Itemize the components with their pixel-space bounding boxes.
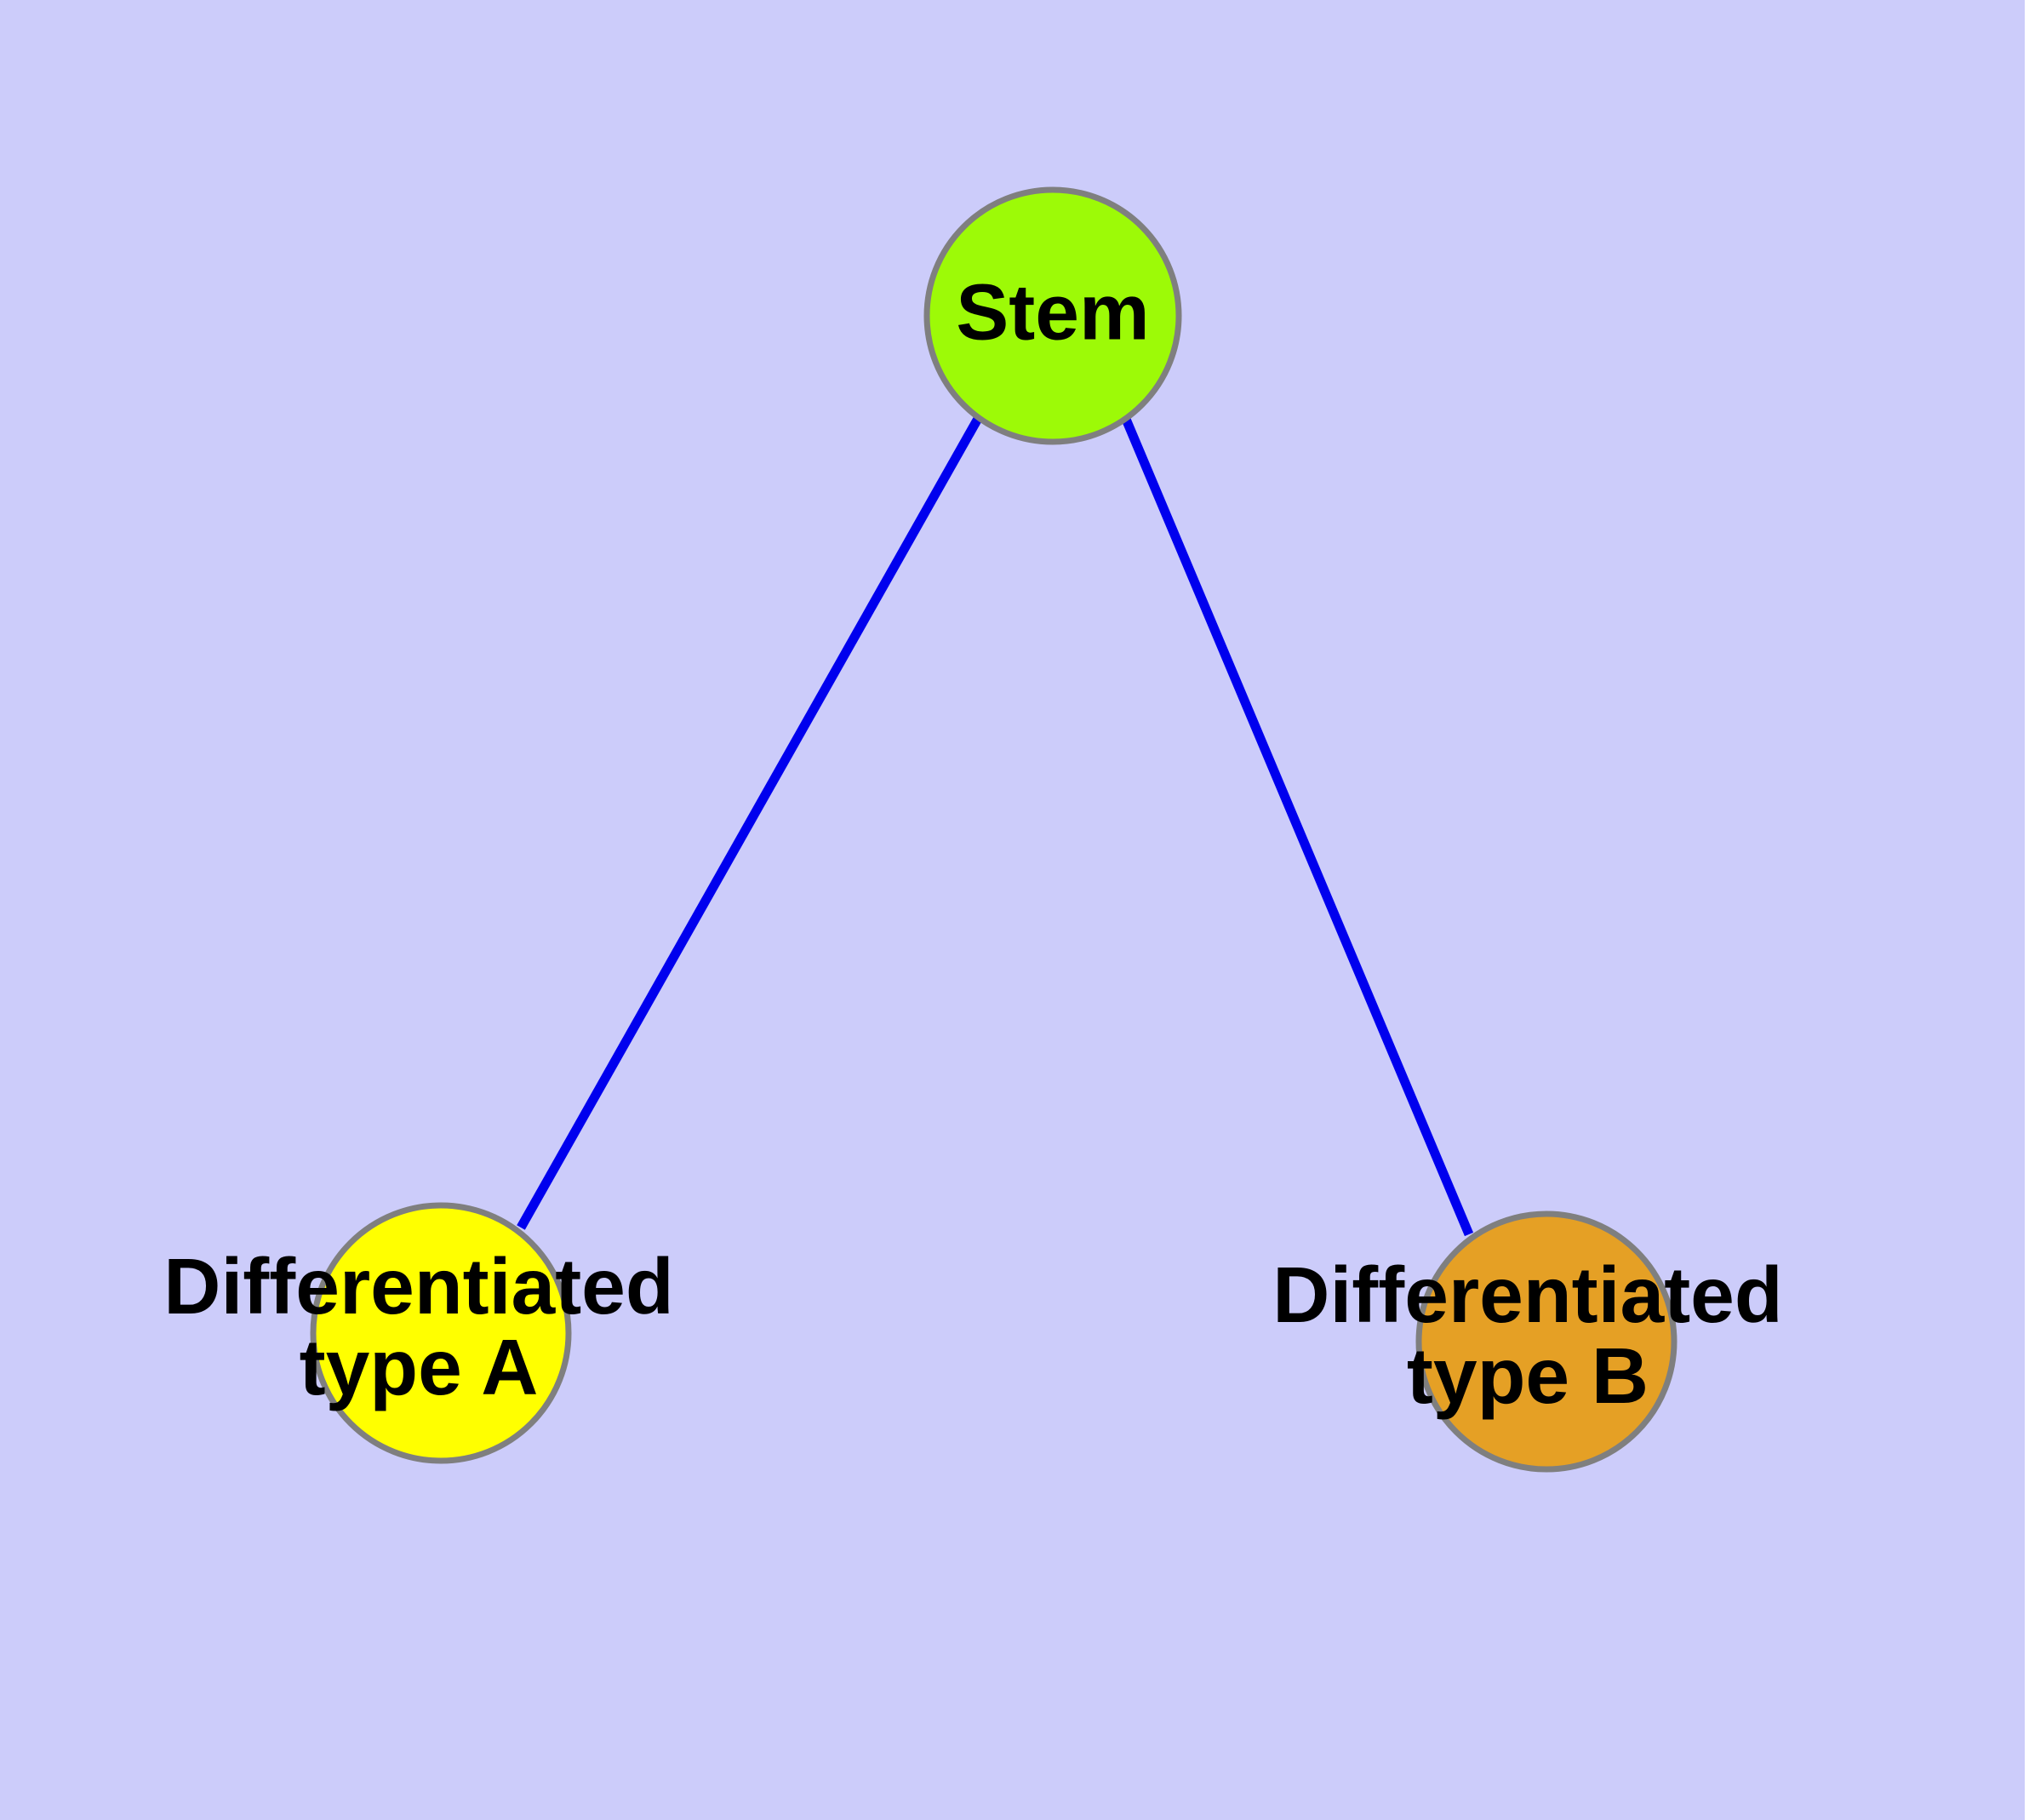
node-label-line: type A <box>300 1323 539 1411</box>
edge-stem-to-diff-a[interactable] <box>517 415 983 1230</box>
edge-stem-to-diff-b[interactable] <box>1120 415 1474 1237</box>
node-label-line: Stem <box>956 268 1149 357</box>
edges-layer <box>517 415 1474 1237</box>
node-diff-a[interactable] <box>310 1202 572 1464</box>
node-label-line: Differentiated <box>1272 1251 1782 1339</box>
node-label-line: Differentiated <box>163 1242 673 1331</box>
node-diff-b[interactable] <box>1415 1210 1677 1473</box>
nodes-layer <box>310 186 1677 1473</box>
node-label-stem: Stem <box>956 268 1149 357</box>
node-stem[interactable] <box>923 186 1182 445</box>
node-label-line: type B <box>1407 1331 1649 1420</box>
